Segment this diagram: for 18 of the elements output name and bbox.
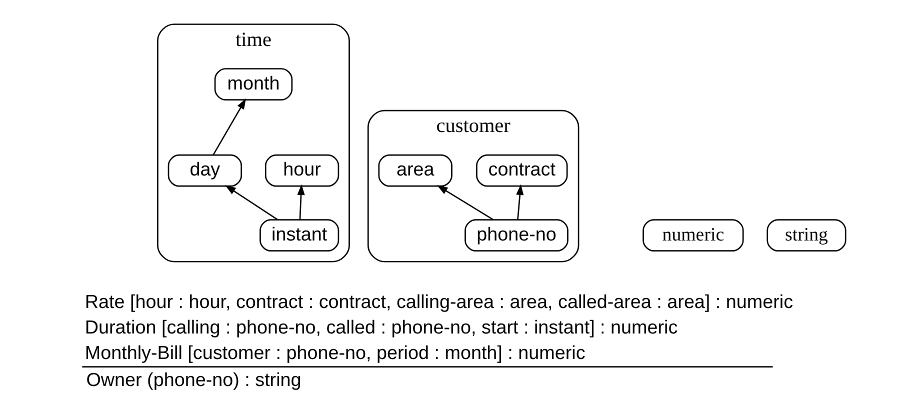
label: Owner (phone-no) : string bbox=[86, 370, 302, 391]
node-box: month bbox=[214, 68, 293, 100]
node-box: area bbox=[378, 154, 452, 187]
node-box: phone-no bbox=[464, 219, 568, 252]
node-box: numeric bbox=[642, 219, 744, 252]
node-box: instant bbox=[260, 219, 340, 252]
node-box: contract bbox=[476, 154, 568, 187]
node-box: string bbox=[766, 219, 846, 252]
arrow bbox=[436, 185, 494, 220]
node-box: day bbox=[168, 154, 242, 187]
arrow bbox=[225, 185, 278, 220]
node-box: hour bbox=[264, 154, 340, 187]
label: Rate [hour : hour, contract : contract, calling-area : area, called-area : area] : numeric bbox=[84, 292, 794, 313]
arrow bbox=[297, 184, 305, 220]
label: Duration [calling : phone-no, called : phone-no, start : instant] : numeric bbox=[84, 317, 678, 338]
label: Monthly-Bill [customer : phone-no, period : month] : numeric bbox=[84, 343, 586, 364]
arrow bbox=[516, 184, 524, 220]
arrow bbox=[212, 98, 246, 156]
